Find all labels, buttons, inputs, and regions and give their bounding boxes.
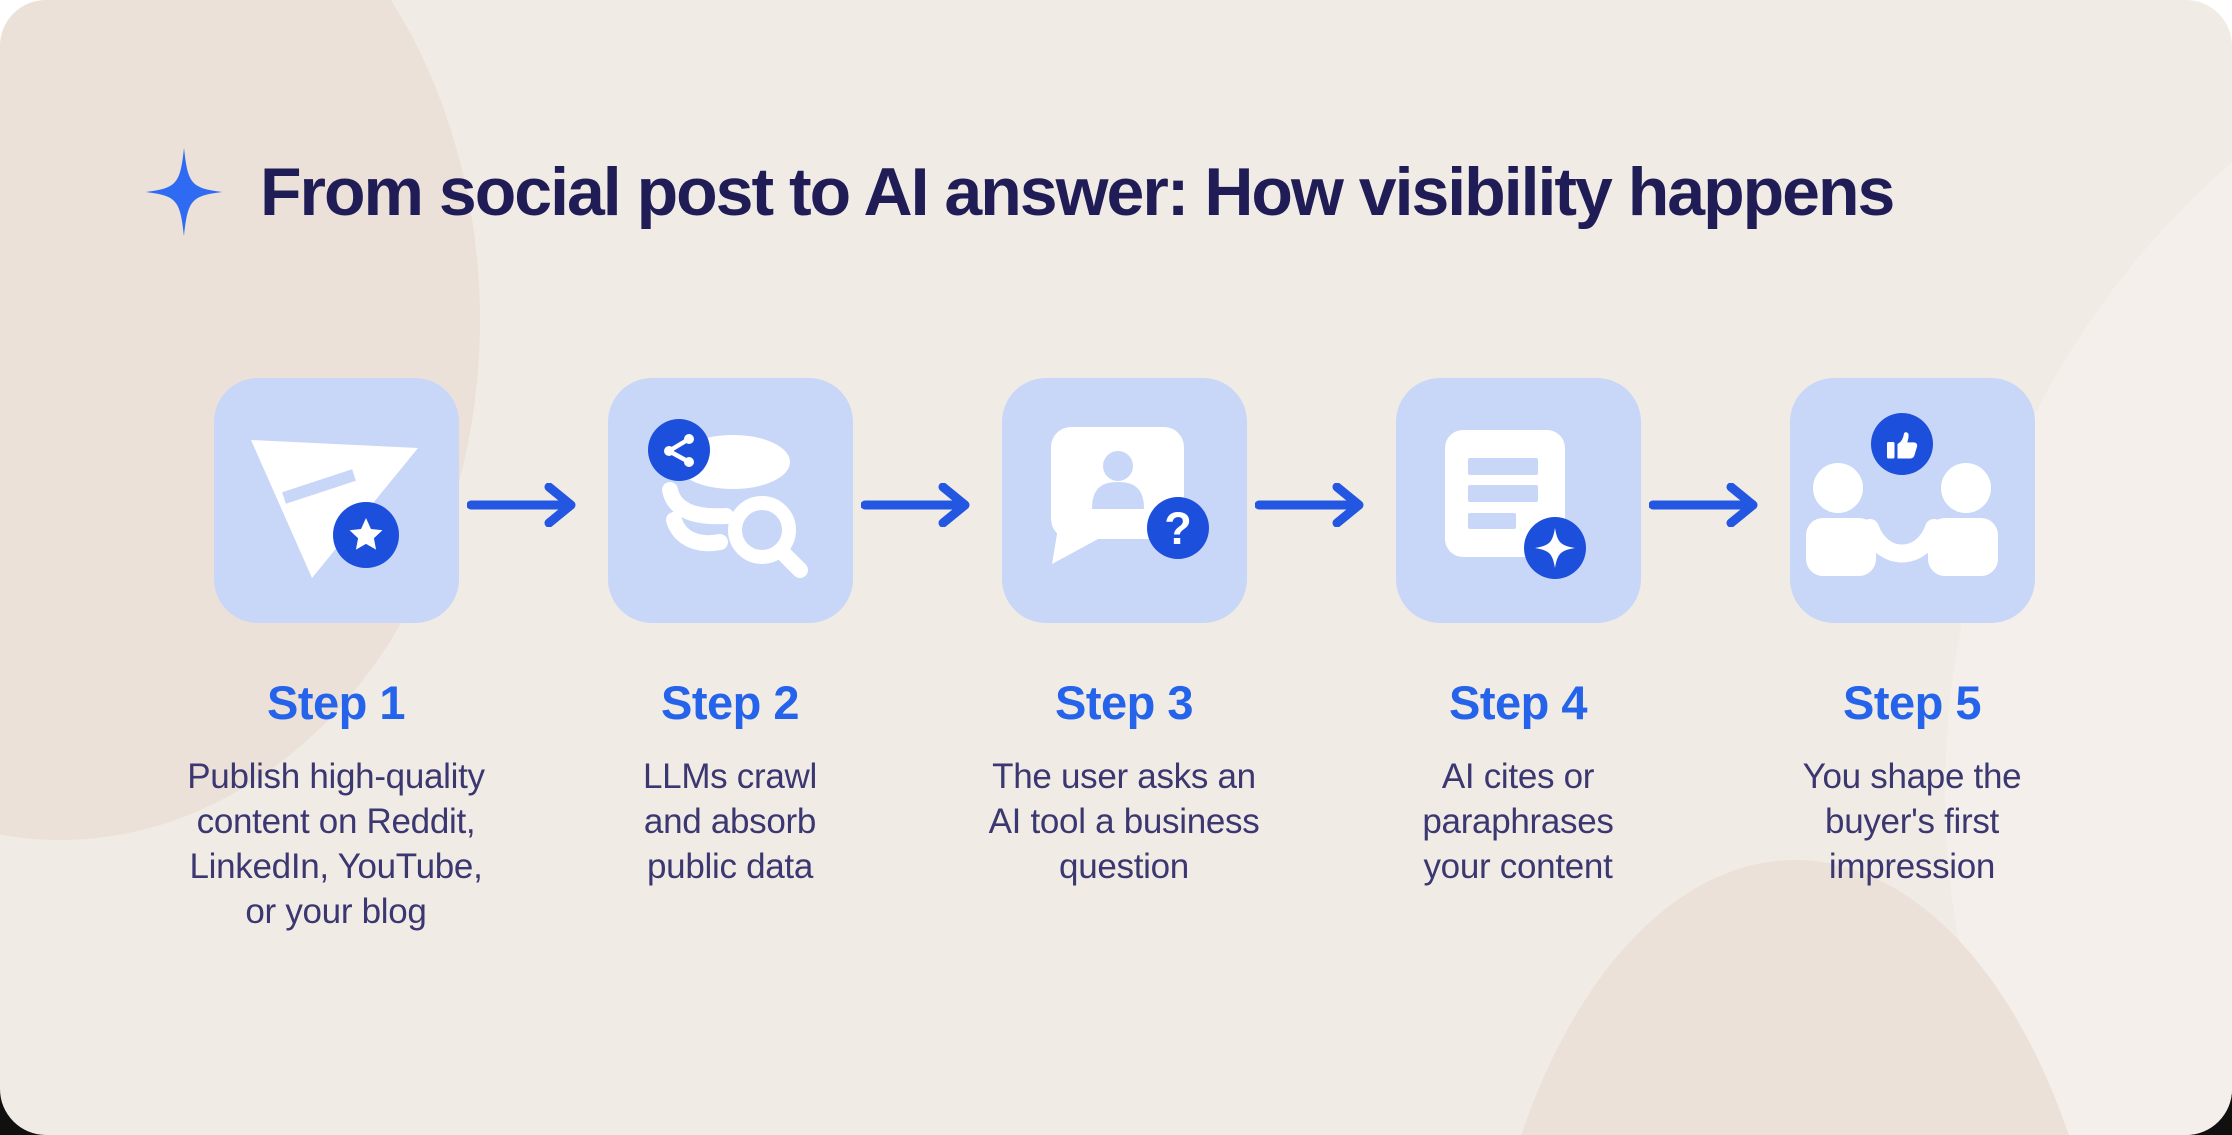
arrow-icon (861, 483, 970, 527)
step-2-description: LLMs crawl and absorb public data (643, 757, 817, 886)
arrow-icon (1255, 483, 1364, 527)
step-2-label: Step 2 (660, 676, 800, 729)
step-4-label: Step 4 (1448, 676, 1588, 729)
sparkle-icon (145, 147, 223, 237)
step-5-label: Step 5 (1842, 676, 1982, 729)
step-2-card (607, 378, 853, 623)
arrow-icon (467, 483, 576, 527)
question-badge: ? (1146, 497, 1209, 559)
step-5-description: You shape the buyer's first impression (1802, 757, 2022, 886)
page-title: From social post to AI answer: How visib… (260, 154, 1895, 230)
arrow-icon (1649, 483, 1758, 527)
star-badge (332, 502, 399, 568)
step-2-column: Step 2 LLMs crawl and absorb public data (535, 378, 925, 889)
step-5-card (1789, 378, 2035, 623)
step-4-column: Step 4 AI cites or paraphrases your cont… (1323, 378, 1713, 889)
step-3-card: ? (1001, 378, 1247, 623)
header: From social post to AI answer: How visib… (138, 142, 1895, 242)
step-4-card (1395, 378, 1641, 623)
sparkle-badge (1523, 517, 1586, 579)
step-3-label: Step 3 (1054, 676, 1194, 729)
step-5-column: Step 5 You shape the buyer's first impre… (1717, 378, 2107, 889)
chat-user-icon: ? (1050, 427, 1209, 564)
step-3-column: ? Step 3 The user asks an AI tool a busi… (929, 378, 1319, 889)
step-1-description: Publish high-quality content on Reddit, … (187, 757, 485, 931)
step-1-card (213, 378, 459, 623)
thumbs-up-badge (1870, 413, 1933, 475)
step-4-description: AI cites or paraphrases your content (1422, 757, 1614, 886)
document-icon (1444, 430, 1586, 579)
decorative-circle-bottom-right (1475, 860, 2115, 1135)
step-1-column: Step 1 Publish high-quality content on R… (141, 378, 531, 934)
step-3-description: The user asks an AI tool a business ques… (988, 757, 1260, 886)
question-mark-glyph: ? (1164, 503, 1192, 554)
step-1-label: Step 1 (266, 676, 406, 729)
share-badge (647, 419, 710, 481)
paper-plane-icon (250, 440, 418, 578)
handshake-icon (1805, 413, 1998, 576)
database-search-icon (647, 419, 808, 578)
